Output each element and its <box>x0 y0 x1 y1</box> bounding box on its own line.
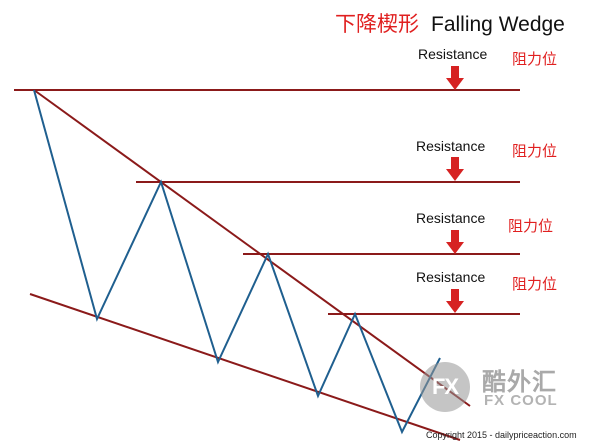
resistance-label-2: Resistance <box>416 138 486 154</box>
upper-trendline <box>33 89 471 407</box>
resistance-label-4: Resistance <box>416 269 486 285</box>
watermark-chinese: 酷外汇 <box>482 368 557 396</box>
down-arrow-icon-4 <box>446 289 464 313</box>
resistance-chinese-label-3: 阻力位 <box>508 217 554 235</box>
lower-trendline <box>29 293 461 441</box>
down-arrow-icon-2 <box>446 157 464 181</box>
resistance-chinese-label-1: 阻力位 <box>512 50 558 68</box>
resistance-chinese-label-4: 阻力位 <box>512 275 558 293</box>
title-english: Falling Wedge <box>431 13 565 36</box>
resistance-chinese-label-2: 阻力位 <box>512 142 558 160</box>
price-zigzag-line <box>33 89 441 435</box>
title-chinese: 下降楔形 <box>335 12 419 36</box>
fx-logo-icon: FX <box>420 362 470 412</box>
down-arrow-icon-3 <box>446 230 464 254</box>
down-arrow-icon-1 <box>446 66 464 90</box>
watermark-logo: FX 酷外汇 FX COOL <box>420 360 580 420</box>
resistance-label-1: Resistance <box>418 46 488 62</box>
diagram-title: 下降楔形 Falling Wedge <box>335 8 565 36</box>
watermark-english: FX COOL <box>484 392 558 409</box>
copyright-text: Copyright 2015 - dailypriceaction.com <box>426 430 577 440</box>
resistance-label-3: Resistance <box>416 210 486 226</box>
